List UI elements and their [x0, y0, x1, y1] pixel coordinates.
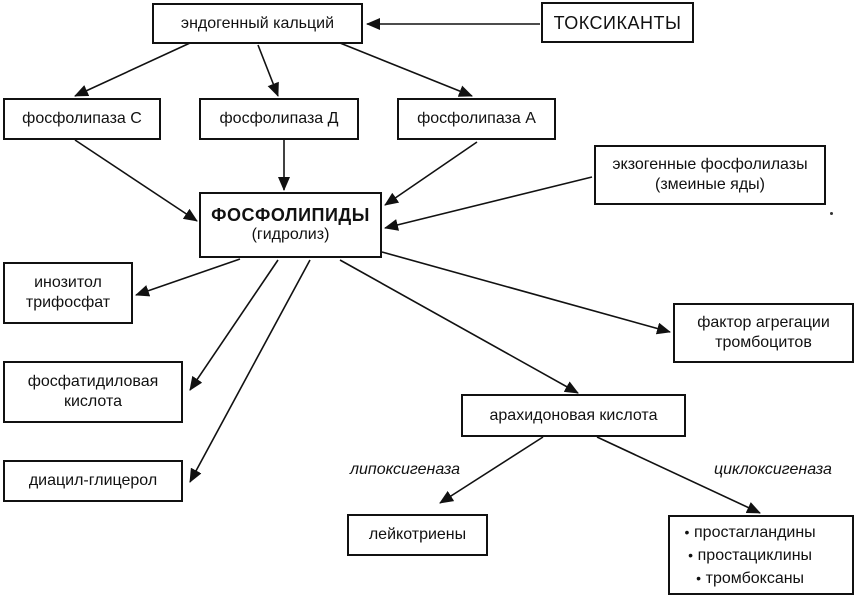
phosphatidic-line1: фосфатидиловая	[27, 373, 159, 390]
platelet-factor-line1: фактор агрегации	[697, 314, 830, 331]
diacylglycerol-label: диацил-глицерол	[28, 472, 158, 489]
arachidonic-acid-box: арахидоновая кислота	[461, 394, 686, 437]
arrow-phospholipids-to-inositol	[135, 258, 241, 297]
phospholipase-d-box: фосфолипаза Д	[199, 98, 359, 140]
stray-dot	[830, 212, 833, 215]
phospholipase-c-box: фосфолипаза С	[3, 98, 161, 140]
arrow-phospholipids-to-diacylglycerol	[189, 259, 311, 483]
exogenous-phospholipases-box: экзогенные фосфолилазы (змеиные яды)	[594, 145, 826, 205]
arrow-calcium-to-plc	[74, 42, 191, 97]
arrow-pla-to-phospholipids	[384, 141, 478, 206]
arrow-plc-to-phospholipids	[74, 139, 198, 222]
inositol-line2: трифосфат	[25, 294, 111, 311]
phosphatidic-acid-box: фосфатидиловая кислота	[3, 361, 183, 423]
phospholipase-c-label: фосфолипаза С	[22, 110, 142, 127]
diacylglycerol-box: диацил-глицерол	[3, 460, 183, 502]
arrow-arachidonic-to-leukotrienes	[439, 436, 544, 504]
phospholipids-title: ФОСФОЛИПИДЫ	[211, 205, 370, 225]
phospholipase-a-box: фосфолипаза А	[397, 98, 556, 140]
arrow-exogenous-to-phospholipids	[384, 176, 593, 231]
inositol-line1: инозитол	[34, 274, 102, 291]
exogenous-phospholipases-line2: (змеиные яды)	[654, 176, 765, 193]
prostanoids-item-prostaglandins: простагландины	[680, 521, 816, 544]
phospholipase-a-label: фосфолипаза А	[417, 110, 536, 127]
inositol-triphosphate-box: инозитол трифосфат	[3, 262, 133, 324]
phosphatidic-line2: кислота	[63, 393, 123, 410]
prostanoids-box: простагландины простациклины тромбоксаны	[668, 515, 854, 595]
cyclooxygenase-label: циклоксигеназа	[714, 461, 832, 478]
arrow-phospholipids-to-phosphatidic	[189, 259, 279, 391]
platelet-factor-box: фактор агрегации тромбоцитов	[673, 303, 854, 363]
lipoxygenase-label: липоксигеназа	[350, 461, 461, 478]
exogenous-phospholipases-line1: экзогенные фосфолилазы	[612, 156, 808, 173]
platelet-factor-line2: тромбоцитов	[715, 334, 812, 351]
arrow-phospholipids-to-arachidonic	[339, 259, 579, 394]
phospholipids-box: ФОСФОЛИПИДЫ (гидролиз)	[199, 192, 382, 258]
phospholipase-d-label: фосфолипаза Д	[219, 110, 339, 127]
prostanoids-item-prostacyclins: простациклины	[680, 544, 816, 567]
endogenous-calcium-label: эндогенный кальций	[180, 14, 335, 32]
prostanoids-item-thromboxanes: тромбоксаны	[680, 567, 816, 590]
toxicants-box: ТОКСИКАНТЫ	[541, 2, 694, 43]
phospholipids-subtitle: (гидролиз)	[251, 226, 330, 243]
arrow-arachidonic-to-prostanoids	[596, 436, 761, 514]
arachidonic-acid-label: арахидоновая кислота	[489, 406, 658, 424]
arrow-calcium-to-pla	[339, 42, 473, 97]
arrow-phospholipids-to-platelet-factor	[381, 251, 671, 335]
endogenous-calcium-box: эндогенный кальций	[152, 3, 363, 44]
leukotrienes-label: лейкотриены	[368, 526, 467, 543]
leukotrienes-box: лейкотриены	[347, 514, 488, 556]
toxicants-label: ТОКСИКАНТЫ	[553, 12, 682, 33]
arrow-calcium-to-pld	[257, 44, 279, 97]
prostanoids-list: простагландины простациклины тромбоксаны	[680, 521, 816, 590]
